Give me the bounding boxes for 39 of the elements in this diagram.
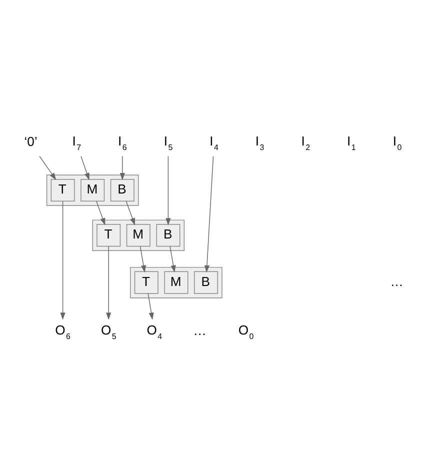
- label: I$_{3}$: [255, 132, 264, 152]
- node-box: B: [110, 178, 134, 202]
- label: …: [390, 273, 404, 288]
- arrow: [80, 155, 90, 180]
- cluster: [92, 219, 185, 250]
- label: O$_{0}$: [238, 322, 254, 340]
- node-box: B: [194, 270, 218, 294]
- node-text: ‘0’: [24, 134, 38, 149]
- node-box: M: [126, 224, 150, 246]
- arrow: [60, 200, 66, 320]
- arrow: [106, 245, 112, 320]
- node-box: T: [50, 178, 75, 202]
- node-box: B: [156, 224, 180, 246]
- node-box: M: [80, 178, 105, 202]
- node-text: O$_{6}$: [55, 322, 71, 340]
- arrow: [39, 155, 56, 180]
- node-box: M: [164, 270, 188, 294]
- arrow: [204, 155, 214, 272]
- node-box: T: [96, 224, 121, 246]
- node-text: O$_{4}$: [146, 322, 162, 340]
- node-text: I$_{7}$: [72, 132, 82, 152]
- cluster: [130, 266, 222, 298]
- label: I$_{0}$: [392, 132, 402, 152]
- label: …: [193, 322, 206, 338]
- arrow: [126, 200, 135, 225]
- cluster: [46, 174, 139, 206]
- arrow: [120, 155, 125, 180]
- node-box: T: [134, 270, 158, 294]
- node-text: I$_{5}$: [164, 132, 173, 152]
- node-text: I$_{6}$: [118, 132, 127, 152]
- label: I$_{2}$: [301, 132, 310, 152]
- label: I$_{1}$: [347, 132, 356, 152]
- arrow: [148, 292, 154, 320]
- arrow: [166, 155, 171, 225]
- arrow: [96, 200, 106, 225]
- arrow: [140, 246, 146, 272]
- arrow: [170, 246, 176, 272]
- node-text: O$_{5}$: [100, 322, 116, 340]
- node-text: I$_{4}$: [210, 132, 218, 152]
